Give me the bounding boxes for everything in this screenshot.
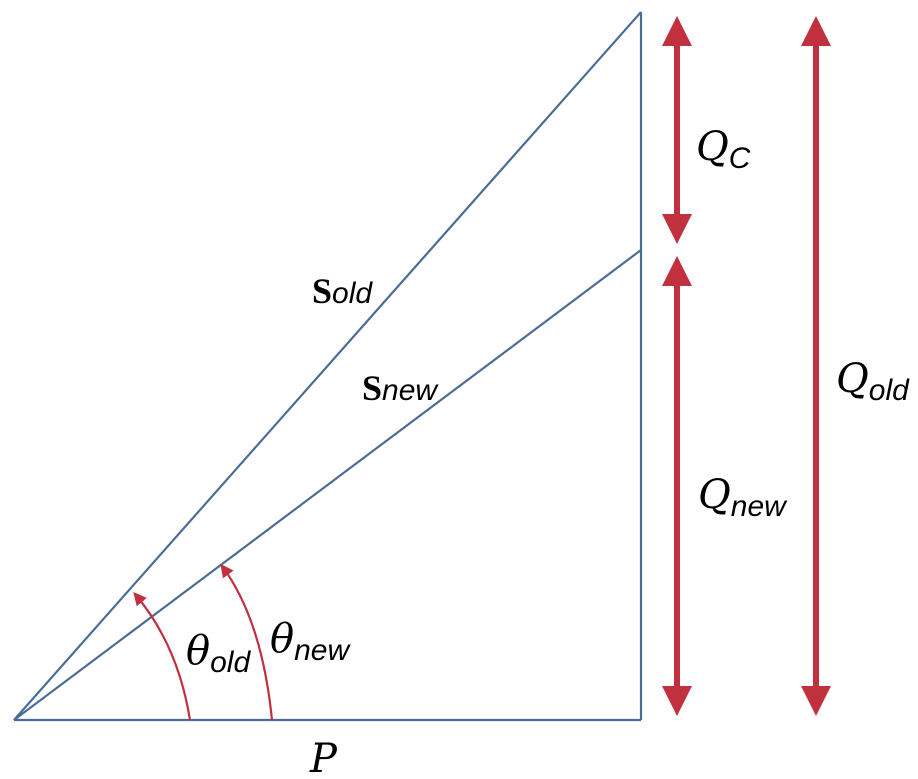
- reactive-power-arrows: [662, 15, 831, 716]
- q-c-label: QC: [696, 124, 751, 175]
- theta-old-arc: [133, 591, 192, 721]
- s-new-hypotenuse: [13, 249, 642, 721]
- s-new-label: Snew: [362, 368, 439, 408]
- theta-old-label: θold: [186, 628, 251, 679]
- angle-arcs: [133, 563, 274, 721]
- theta-new-label: θnew: [270, 616, 351, 667]
- theta-new-arc: [220, 563, 274, 721]
- p-label: P: [309, 736, 338, 779]
- s-old-label: Sold: [312, 271, 373, 311]
- power-triangle: [13, 11, 643, 722]
- s-old-hypotenuse: [13, 11, 642, 721]
- q-new-label: Qnew: [698, 472, 788, 523]
- q-old-label: Qold: [836, 356, 910, 407]
